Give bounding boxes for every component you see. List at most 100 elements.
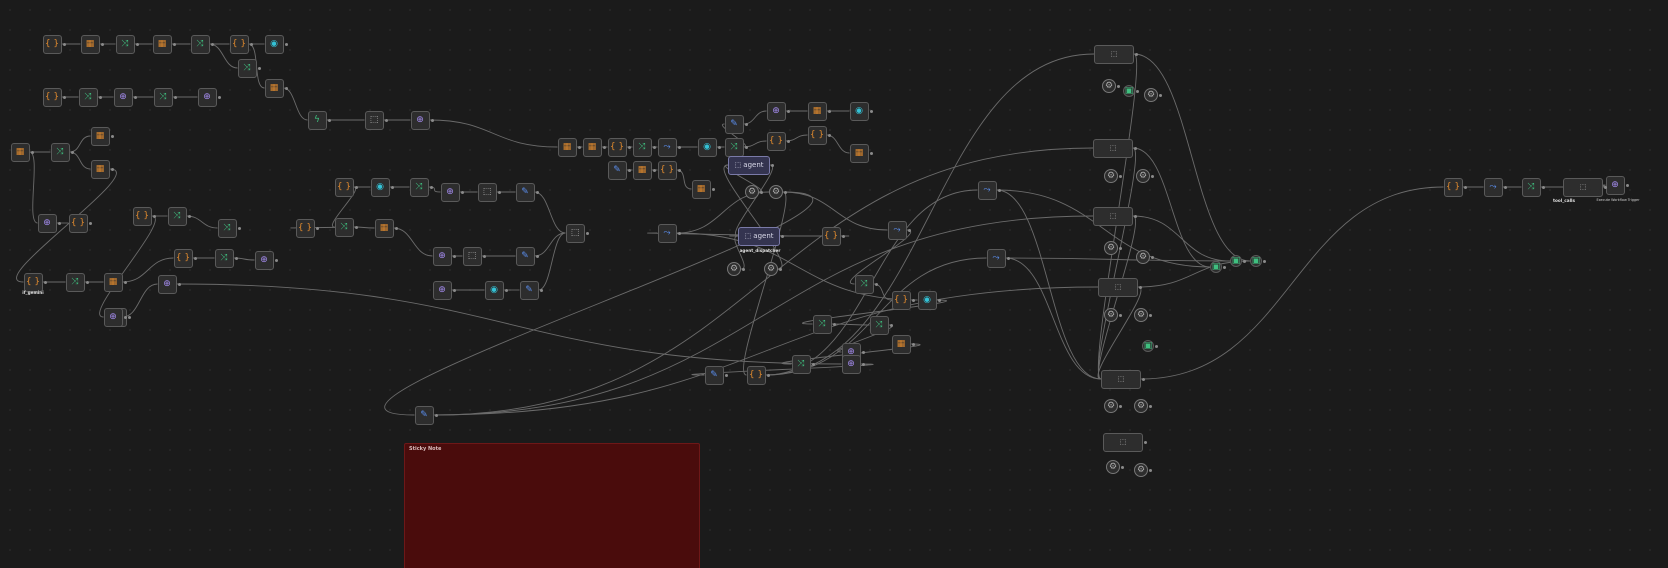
output-handle[interactable]	[907, 228, 911, 232]
output-handle[interactable]	[1463, 185, 1467, 189]
output-handle[interactable]	[1149, 468, 1152, 472]
workflow-node-tool[interactable]: ▣	[1123, 85, 1135, 97]
output-handle[interactable]	[627, 168, 631, 172]
output-handle[interactable]	[677, 145, 681, 149]
output-handle[interactable]	[30, 150, 34, 154]
workflow-node-code[interactable]: { }	[657, 160, 677, 180]
output-handle[interactable]	[1541, 185, 1545, 189]
workflow-node-split[interactable]: ⤨	[167, 206, 187, 226]
output-handle[interactable]	[602, 145, 606, 149]
output-handle[interactable]	[861, 350, 865, 354]
output-handle[interactable]	[827, 133, 831, 137]
output-handle[interactable]	[744, 145, 748, 149]
workflow-node-circle[interactable]: ⚙	[1144, 88, 1158, 102]
output-handle[interactable]	[535, 254, 539, 258]
output-handle[interactable]	[827, 109, 831, 113]
output-handle[interactable]	[711, 187, 715, 191]
output-handle[interactable]	[1151, 255, 1154, 259]
workflow-node-teal[interactable]: ◉	[370, 177, 390, 197]
workflow-node-transform[interactable]: ▦	[103, 272, 123, 292]
workflow-node-split[interactable]: ⤨	[153, 87, 173, 107]
output-handle[interactable]	[62, 95, 66, 99]
workflow-node-route[interactable]: ⤳	[887, 220, 907, 240]
output-handle[interactable]	[1503, 185, 1507, 189]
output-handle[interactable]	[786, 139, 790, 143]
workflow-node-circle[interactable]: ⚙	[727, 262, 741, 276]
workflow-node-transform[interactable]: ▦	[80, 34, 100, 54]
output-handle[interactable]	[284, 86, 288, 90]
workflow-node-split[interactable]: ⤨	[812, 314, 832, 334]
output-handle[interactable]	[1119, 404, 1122, 408]
workflow-node-teal[interactable]: ◉	[484, 280, 504, 300]
workflow-node-split[interactable]: ⤨	[214, 248, 234, 268]
output-handle[interactable]	[1149, 404, 1152, 408]
workflow-node-transform[interactable]: ▦	[632, 160, 652, 180]
workflow-node-box[interactable]: ⬚	[1101, 369, 1141, 389]
workflow-node-code[interactable]: { }	[1443, 177, 1463, 197]
output-handle[interactable]	[652, 145, 656, 149]
output-handle[interactable]	[482, 254, 486, 258]
workflow-node-circle[interactable]: ⚙	[1134, 399, 1148, 413]
workflow-node-transform[interactable]: ▦	[582, 137, 602, 157]
workflow-node-transform[interactable]: ▦	[10, 142, 30, 162]
workflow-node-transform[interactable]: ▦	[891, 334, 911, 354]
workflow-node-route[interactable]: ⤳	[657, 223, 677, 243]
workflow-node-split[interactable]: ⤨	[791, 354, 811, 374]
workflow-node-http[interactable]: ⊕	[103, 307, 123, 327]
workflow-node-circle[interactable]: ⚙	[1136, 169, 1150, 183]
sticky-note[interactable]: Sticky Note	[404, 443, 700, 568]
workflow-node-code[interactable]: { }	[132, 206, 152, 226]
workflow-node-transform[interactable]: ▦	[90, 126, 110, 146]
workflow-node-split[interactable]: ⤨	[724, 137, 744, 157]
output-handle[interactable]	[354, 185, 358, 189]
workflow-node-transform[interactable]: ▦	[374, 218, 394, 238]
workflow-node-split[interactable]: ⤨	[50, 142, 70, 162]
output-handle[interactable]	[274, 258, 278, 262]
output-handle[interactable]	[652, 168, 656, 172]
workflow-node-http[interactable]: ⊕	[197, 87, 217, 107]
workflow-node-split[interactable]: ⤨	[632, 137, 652, 157]
output-handle[interactable]	[70, 150, 74, 154]
workflow-node-route[interactable]: ⤳	[977, 180, 997, 200]
workflow-node-agent[interactable]: ⬚ agent	[738, 226, 780, 246]
output-handle[interactable]	[766, 373, 770, 377]
output-handle[interactable]	[237, 226, 241, 230]
output-handle[interactable]	[394, 226, 398, 230]
output-handle[interactable]	[1119, 246, 1122, 250]
workflow-node-box[interactable]: ⬚	[462, 246, 482, 266]
output-handle[interactable]	[123, 315, 127, 319]
output-handle[interactable]	[677, 231, 681, 235]
output-handle[interactable]	[784, 190, 787, 194]
output-handle[interactable]	[1134, 146, 1137, 150]
workflow-node-transform[interactable]: ▦	[264, 78, 284, 98]
workflow-node-split[interactable]: ⤨	[65, 272, 85, 292]
output-handle[interactable]	[1135, 52, 1138, 56]
workflow-node-transform[interactable]: ▦	[152, 34, 172, 54]
output-handle[interactable]	[249, 42, 253, 46]
output-handle[interactable]	[1243, 259, 1246, 263]
output-handle[interactable]	[861, 362, 865, 366]
workflow-node-edit[interactable]: ✎	[414, 405, 434, 425]
output-handle[interactable]	[717, 145, 721, 149]
workflow-node-teal[interactable]: ◉	[917, 290, 937, 310]
output-handle[interactable]	[1142, 377, 1145, 381]
output-handle[interactable]	[57, 221, 61, 225]
output-handle[interactable]	[327, 118, 331, 122]
output-handle[interactable]	[1149, 313, 1152, 317]
output-handle[interactable]	[781, 234, 784, 238]
workflow-node-box[interactable]: ⬚	[364, 110, 384, 130]
workflow-node-edit[interactable]: ✎	[724, 114, 744, 134]
workflow-node-code[interactable]: { }	[23, 272, 43, 292]
workflow-node-bolt[interactable]: ϟ	[307, 110, 327, 130]
output-handle[interactable]	[889, 323, 893, 327]
output-handle[interactable]	[874, 282, 878, 286]
output-handle[interactable]	[1223, 265, 1226, 269]
output-handle[interactable]	[460, 190, 464, 194]
workflow-node-circle[interactable]: ⚙	[1104, 169, 1118, 183]
workflow-node-circle[interactable]: ⚙	[1104, 241, 1118, 255]
output-handle[interactable]	[110, 134, 114, 138]
workflow-node-code[interactable]: { }	[807, 125, 827, 145]
output-handle[interactable]	[786, 109, 790, 113]
workflow-node-circle[interactable]: ⚙	[1104, 308, 1118, 322]
